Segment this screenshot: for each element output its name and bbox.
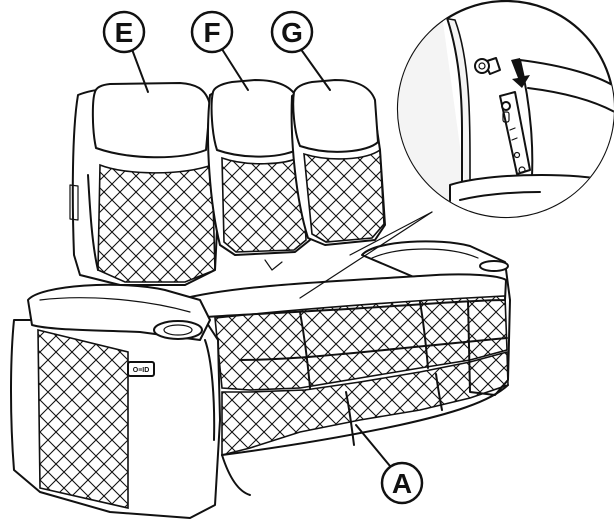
label-a: A: [355, 424, 424, 505]
sofa-base: O≡ID: [10, 240, 511, 519]
back-cushion-f: [207, 79, 311, 271]
back-cushion-e: [69, 82, 219, 286]
back-cushion-g: [290, 79, 386, 246]
label-e: E: [102, 10, 149, 93]
label-g: G: [270, 10, 331, 91]
svg-text:A: A: [392, 468, 412, 499]
zoom-leader: [299, 211, 433, 299]
svg-text:F: F: [203, 17, 220, 48]
zoom-detail: [396, 0, 614, 219]
power-control-panel: [127, 361, 155, 377]
label-f: F: [190, 10, 249, 91]
svg-text:E: E: [115, 17, 134, 48]
svg-text:G: G: [281, 17, 303, 48]
control-panel-label: O≡ID: [133, 367, 150, 374]
down-arrow-icon: [511, 58, 530, 88]
